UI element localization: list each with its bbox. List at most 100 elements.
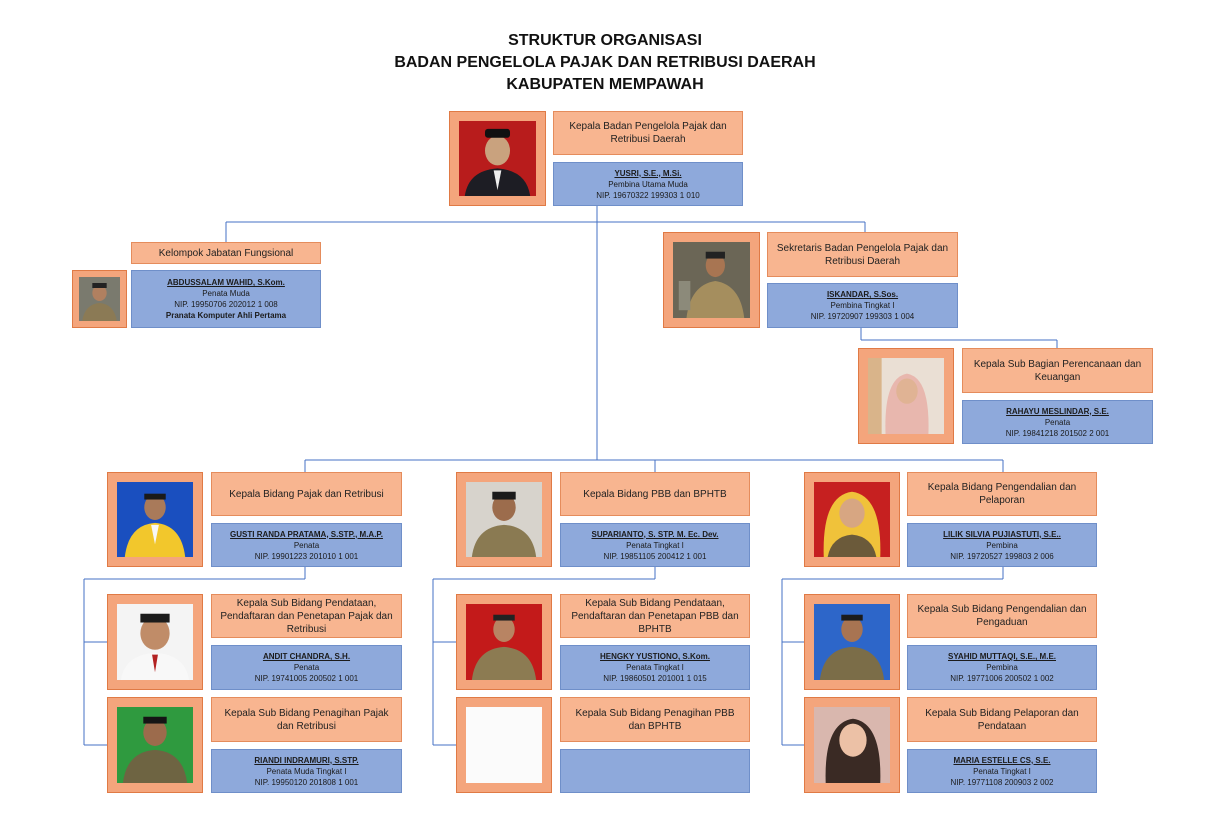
sub-pajak-pendataan-role-box: Kepala Sub Bidang Pendataan, Pendaftaran… xyxy=(211,594,402,638)
person-rank: Pembina xyxy=(986,540,1018,550)
person-name: LILIK SILVIA PUJIASTUTI, S.E.. xyxy=(943,529,1061,539)
bid-pajak-photo xyxy=(107,472,203,567)
sub-pengaduan-photo xyxy=(804,594,900,690)
person-rank: Penata Tingkat I xyxy=(626,663,684,672)
person-name: HENGKY YUSTIONO, S.Kom. xyxy=(600,652,710,661)
person-nip: NIP. 19950120 201808 1 001 xyxy=(254,777,359,787)
person-avatar-icon xyxy=(117,482,193,557)
sub-pelaporan-role-box: Kepala Sub Bidang Pelaporan dan Pendataa… xyxy=(907,697,1097,742)
person-rank: Penata xyxy=(1044,417,1071,427)
person-nip: NIP. 19901223 201010 1 001 xyxy=(254,551,359,561)
perencanaan-photo xyxy=(858,348,954,444)
chart-title: STRUKTUR ORGANISASI BADAN PENGELOLA PAJA… xyxy=(0,30,1210,96)
person-nip: NIP. 19741005 200502 1 001 xyxy=(254,674,359,683)
title-line-3: KABUPATEN MEMPAWAH xyxy=(506,76,704,93)
perencanaan-info-box: RAHAYU MESLINDAR, S.E. Penata NIP. 19841… xyxy=(962,400,1153,444)
kepala-info-box: YUSRI, S.E., M.Si. Pembina Utama Muda NI… xyxy=(553,162,743,206)
bid-pajak-info-box: GUSTI RANDA PRATAMA, S.STP., M.A.P. Pena… xyxy=(211,523,402,567)
sub-pengaduan-info-box: SYAHID MUTTAQI, S.E., M.E. Pembina NIP. … xyxy=(907,645,1097,690)
person-avatar-icon xyxy=(673,242,750,318)
role-label: Kepala Bidang Pajak dan Retribusi xyxy=(229,488,384,500)
person-rank: Pembina Utama Muda xyxy=(608,179,688,189)
fungsional-info-box: ABDUSSALAM WAHID, S.Kom. Penata Muda NIP… xyxy=(131,270,321,328)
fungsional-photo xyxy=(72,270,127,328)
empty-photo-icon xyxy=(466,707,542,783)
person-name: ISKANDAR, S.Sos. xyxy=(826,290,899,299)
sub-pajak-pendataan-info-box: ANDIT CHANDRA, S.H. Penata NIP. 19741005… xyxy=(211,645,402,690)
sekretaris-role-box: Sekretaris Badan Pengelola Pajak dan Ret… xyxy=(767,232,958,277)
bid-pbb-info-box: SUPARIANTO, S. STP. M. Ec. Dev. Penata T… xyxy=(560,523,750,567)
kepala-photo xyxy=(449,111,546,206)
person-nip: NIP. 19860501 201001 1 015 xyxy=(603,674,707,683)
person-avatar-icon xyxy=(814,604,890,680)
person-nip: NIP. 19720527 199803 2 006 xyxy=(950,551,1054,561)
person-name: ABDUSSALAM WAHID, S.Kom. xyxy=(167,278,285,287)
person-name: RIANDI INDRAMURI, S.STP. xyxy=(254,755,359,765)
person-name: ANDIT CHANDRA, S.H. xyxy=(262,652,351,661)
bid-pbb-photo xyxy=(456,472,552,567)
person-nip: NIP. 19670322 199303 1 010 xyxy=(596,190,700,200)
person-avatar-icon xyxy=(814,482,890,557)
sub-pelaporan-photo xyxy=(804,697,900,793)
sub-pajak-penagihan-info-box: RIANDI INDRAMURI, S.STP. Penata Muda Tin… xyxy=(211,749,402,793)
kepala-role-box: Kepala Badan Pengelola Pajak dan Retribu… xyxy=(553,111,743,155)
perencanaan-role-box: Kepala Sub Bagian Perencanaan dan Keuang… xyxy=(962,348,1153,393)
person-avatar-icon xyxy=(117,604,193,680)
role-label: Kepala Bidang Pengendalian dan Pelaporan xyxy=(927,482,1077,506)
bid-pengendalian-photo xyxy=(804,472,900,567)
sub-pbb-pendataan-photo xyxy=(456,594,552,690)
role-label: Kepala Sub Bidang Penagihan Pajak dan Re… xyxy=(224,707,389,732)
person-avatar-icon xyxy=(79,277,120,321)
sub-pbb-penagihan-role-box: Kepala Sub Bidang Penagihan PBB dan BPHT… xyxy=(560,697,750,742)
role-label: Kepala Bidang PBB dan BPHTB xyxy=(583,488,727,500)
person-rank: Penata xyxy=(293,663,320,672)
role-label: Sekretaris Badan Pengelola Pajak dan Ret… xyxy=(776,242,949,267)
person-rank: Penata Muda Tingkat I xyxy=(266,766,347,776)
bid-pengendalian-info-box: LILIK SILVIA PUJIASTUTI, S.E.. Pembina N… xyxy=(907,523,1097,567)
sub-pbb-pendataan-info-box: HENGKY YUSTIONO, S.Kom. Penata Tingkat I… xyxy=(560,645,750,690)
bid-pengendalian-role-box: Kepala Bidang Pengendalian dan Pelaporan xyxy=(907,472,1097,516)
title-line-2: BADAN PENGELOLA PAJAK DAN RETRIBUSI DAER… xyxy=(394,54,816,71)
person-rank: Pembina xyxy=(986,663,1018,672)
person-nip: NIP. 19720907 199303 1 004 xyxy=(810,312,915,321)
bid-pajak-role-box: Kepala Bidang Pajak dan Retribusi xyxy=(211,472,402,516)
role-label: Kepala Sub Bidang Pendataan, Pendaftaran… xyxy=(220,597,393,635)
person-name: SYAHID MUTTAQI, S.E., M.E. xyxy=(947,652,1056,661)
bid-pbb-role-box: Kepala Bidang PBB dan BPHTB xyxy=(560,472,750,516)
person-avatar-icon xyxy=(459,121,536,196)
role-label: Kepala Badan Pengelola Pajak dan Retribu… xyxy=(569,121,727,145)
person-name: GUSTI RANDA PRATAMA, S.STP., M.A.P. xyxy=(230,529,383,539)
sub-pengaduan-role-box: Kepala Sub Bidang Pengendalian dan Penga… xyxy=(907,594,1097,638)
role-label: Kepala Sub Bidang Penagihan PBB dan BPHT… xyxy=(575,707,735,732)
person-position: Pranata Komputer Ahli Pertama xyxy=(165,311,287,320)
sub-pajak-penagihan-photo xyxy=(107,697,203,793)
person-rank: Pembina Tingkat I xyxy=(830,301,895,310)
person-name: YUSRI, S.E., M.Si. xyxy=(614,168,682,178)
title-line-1: STRUKTUR ORGANISASI xyxy=(508,32,702,49)
person-avatar-icon xyxy=(814,707,890,783)
sub-pbb-penagihan-photo xyxy=(456,697,552,793)
person-avatar-icon xyxy=(868,358,944,434)
sub-pbb-pendataan-role-box: Kepala Sub Bidang Pendataan, Pendaftaran… xyxy=(560,594,750,638)
person-avatar-icon xyxy=(466,604,542,680)
person-name: SUPARIANTO, S. STP. M. Ec. Dev. xyxy=(591,529,719,539)
person-nip: NIP. 19841218 201502 2 001 xyxy=(1005,428,1110,438)
sub-pbb-penagihan-info-box xyxy=(560,749,750,793)
role-label: Kelompok Jabatan Fungsional xyxy=(158,247,294,259)
person-nip: NIP. 19950706 202012 1 008 xyxy=(174,300,278,309)
person-rank: Penata xyxy=(293,540,320,550)
person-rank: Penata Tingkat I xyxy=(973,766,1031,776)
person-nip: NIP. 19771108 200903 2 002 xyxy=(950,777,1054,787)
sub-pajak-pendataan-photo xyxy=(107,594,203,690)
person-nip: NIP. 19851105 200412 1 001 xyxy=(603,551,707,561)
sekretaris-photo xyxy=(663,232,760,328)
sekretaris-info-box: ISKANDAR, S.Sos. Pembina Tingkat I NIP. … xyxy=(767,283,958,328)
fungsional-role-box: Kelompok Jabatan Fungsional xyxy=(131,242,321,264)
role-label: Kepala Sub Bidang Pelaporan dan Pendataa… xyxy=(925,707,1079,732)
person-name: MARIA ESTELLE CS, S.E. xyxy=(953,755,1051,765)
person-avatar-icon xyxy=(466,482,542,557)
person-name: RAHAYU MESLINDAR, S.E. xyxy=(1006,406,1109,416)
role-label: Kepala Sub Bidang Pengendalian dan Penga… xyxy=(917,604,1087,628)
role-label: Kepala Sub Bidang Pendataan, Pendaftaran… xyxy=(571,597,739,635)
